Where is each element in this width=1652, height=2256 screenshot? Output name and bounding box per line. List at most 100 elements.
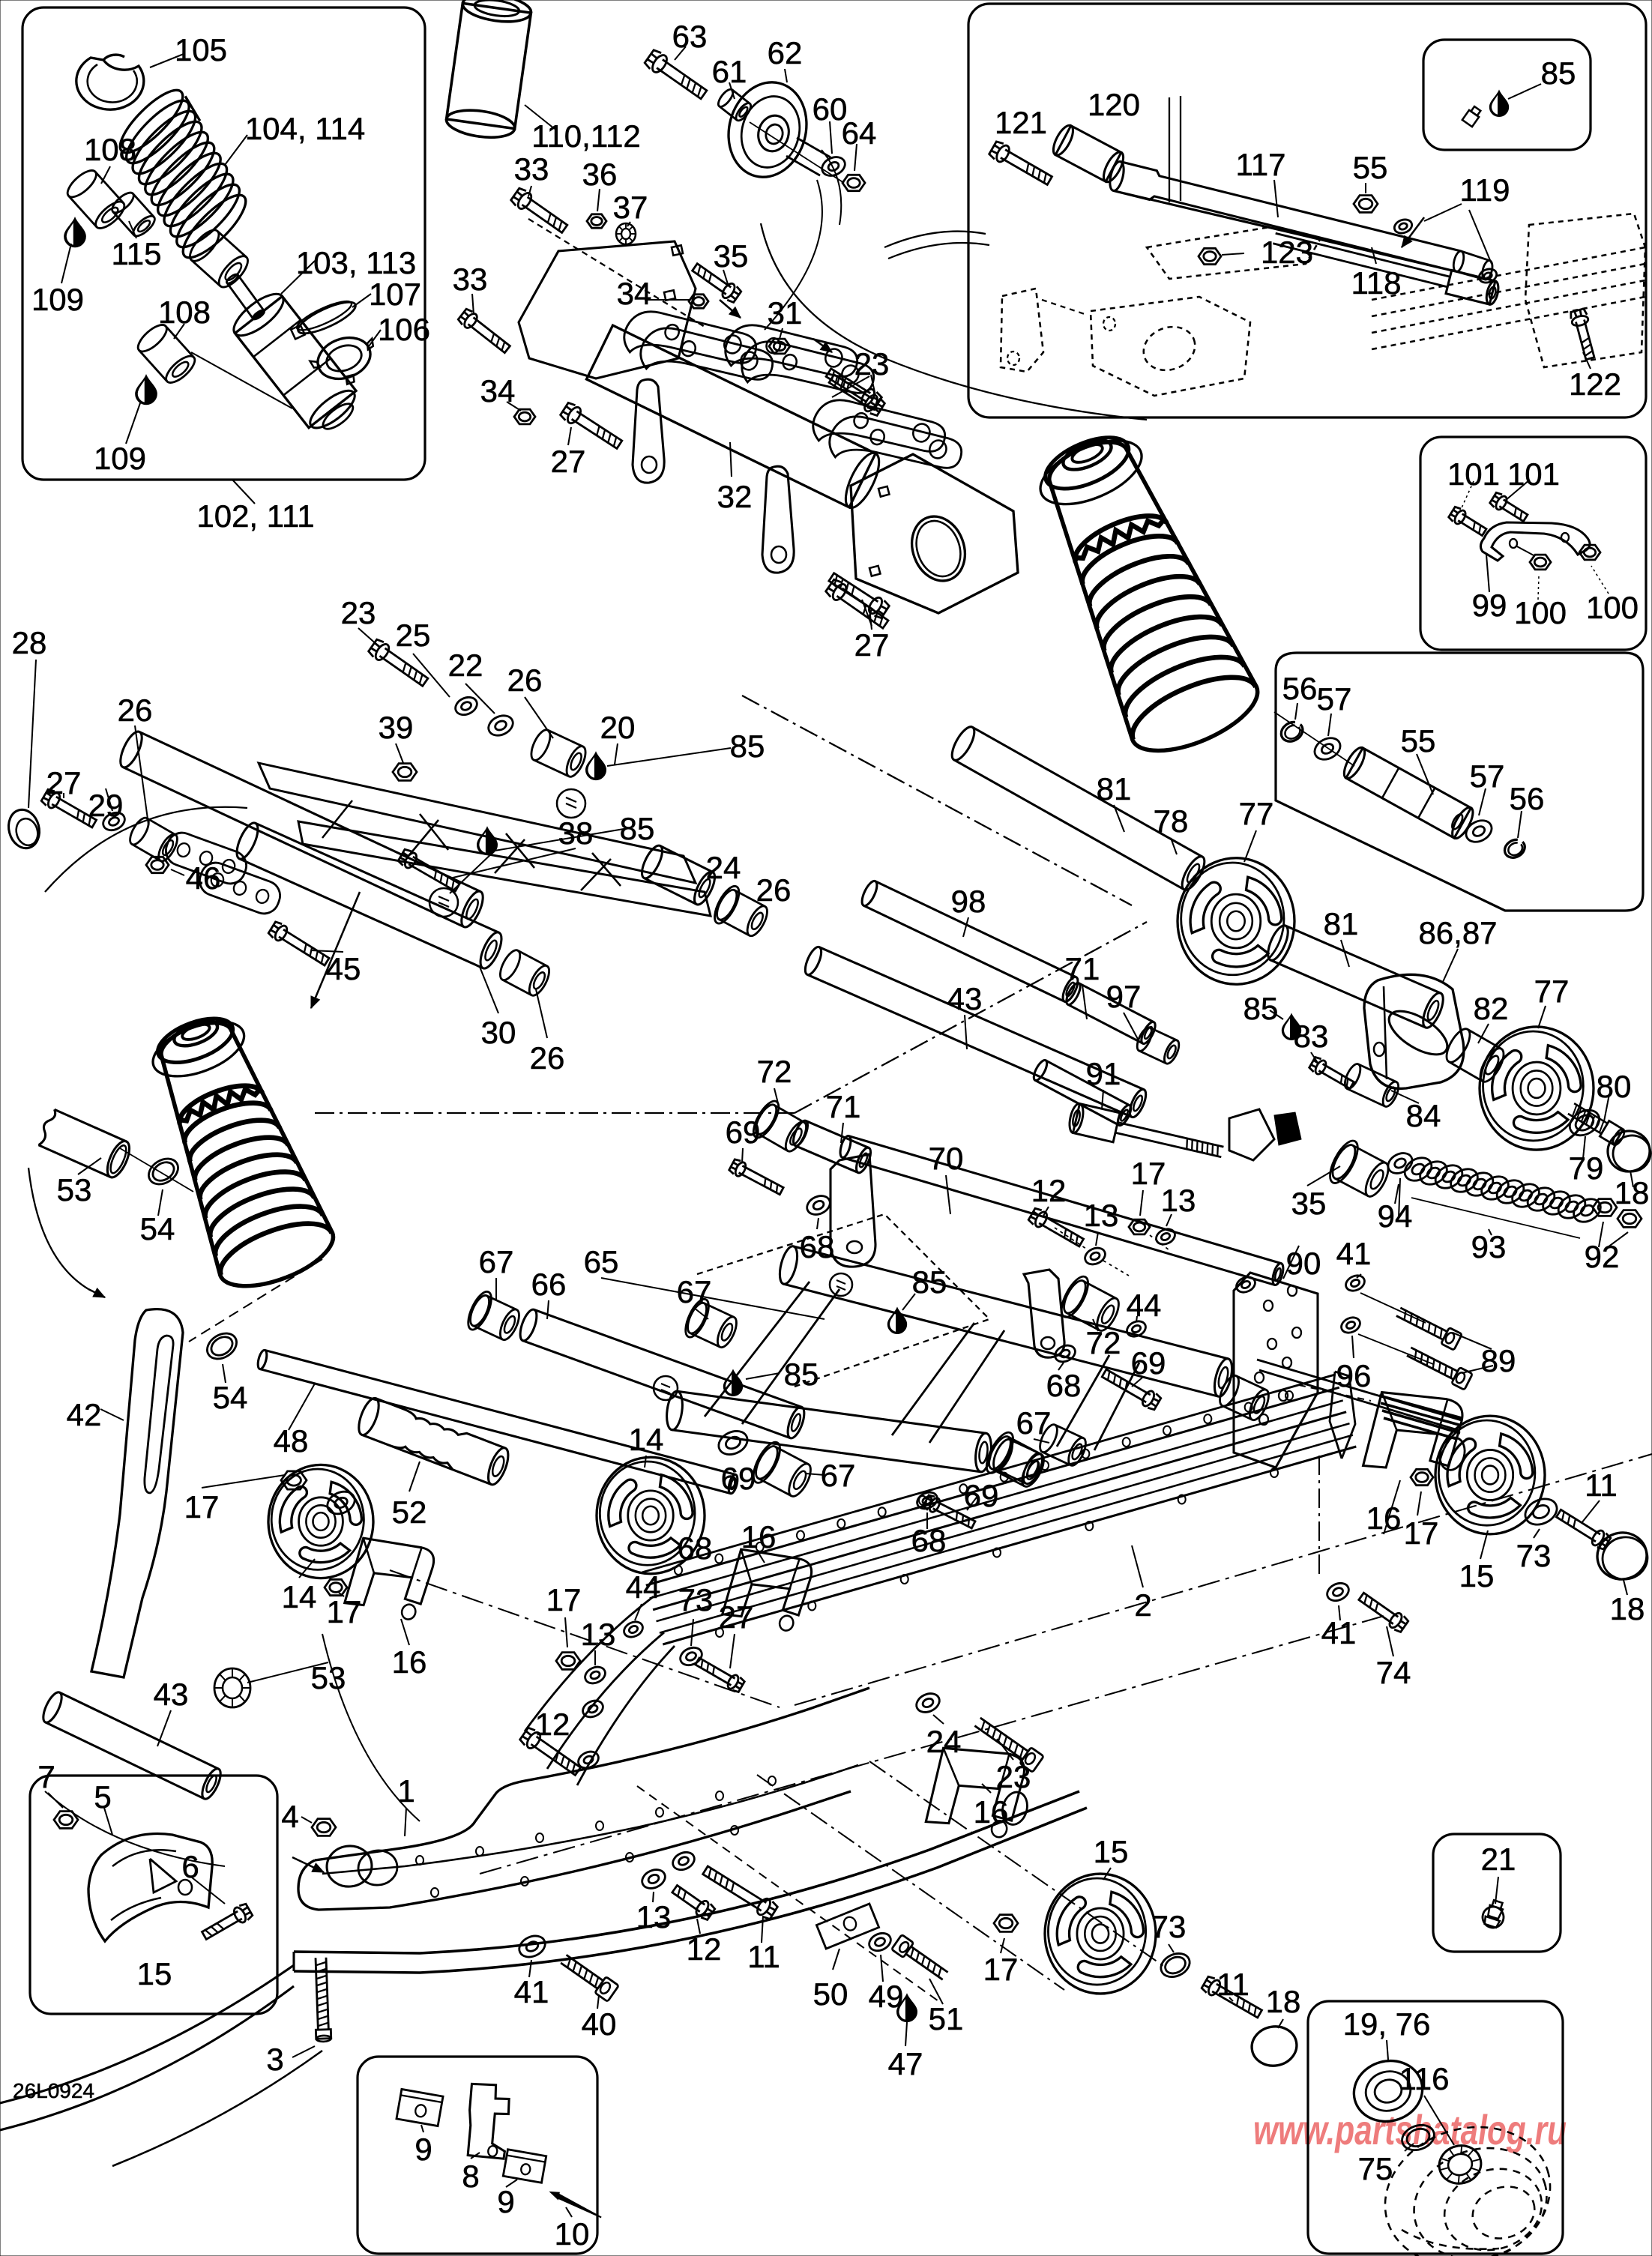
svg-text:110,112: 110,112	[531, 118, 641, 154]
svg-text:37: 37	[613, 190, 648, 225]
svg-text:82: 82	[1474, 991, 1509, 1026]
svg-text:105: 105	[175, 32, 227, 67]
svg-text:45: 45	[326, 951, 361, 986]
svg-text:11: 11	[1217, 1967, 1249, 2002]
svg-text:73: 73	[678, 1582, 714, 1617]
svg-text:72: 72	[1086, 1325, 1121, 1360]
svg-text:32: 32	[717, 479, 753, 514]
svg-text:109: 109	[94, 441, 146, 476]
svg-text:22: 22	[448, 648, 483, 683]
svg-text:13: 13	[636, 1899, 672, 1934]
svg-text:13: 13	[1084, 1198, 1119, 1233]
svg-text:55: 55	[1401, 723, 1436, 758]
svg-text:55: 55	[1353, 150, 1388, 185]
svg-text:27: 27	[551, 444, 586, 479]
svg-text:78: 78	[1154, 803, 1189, 839]
svg-text:108: 108	[84, 132, 136, 167]
svg-text:39: 39	[379, 710, 414, 745]
svg-text:27: 27	[719, 1599, 754, 1635]
svg-text:117: 117	[1236, 147, 1286, 182]
svg-text:16: 16	[392, 1644, 427, 1680]
svg-text:73: 73	[1516, 1538, 1552, 1573]
svg-text:36: 36	[582, 157, 618, 192]
svg-text:67: 67	[1016, 1405, 1052, 1441]
svg-text:24: 24	[926, 1724, 962, 1759]
svg-text:44: 44	[1127, 1288, 1162, 1323]
svg-text:62: 62	[768, 35, 803, 70]
svg-text:31: 31	[768, 295, 803, 331]
svg-text:38: 38	[558, 815, 594, 851]
svg-text:26: 26	[507, 663, 543, 698]
svg-text:40: 40	[582, 2006, 617, 2042]
svg-text:15: 15	[1459, 1558, 1495, 1593]
svg-text:83: 83	[1294, 1019, 1329, 1054]
svg-text:68: 68	[1046, 1368, 1082, 1403]
svg-text:13: 13	[581, 1617, 616, 1652]
svg-text:15: 15	[1094, 1834, 1129, 1869]
svg-text:9: 9	[414, 2132, 432, 2167]
svg-text:107: 107	[369, 277, 421, 312]
svg-text:52: 52	[392, 1495, 427, 1530]
svg-text:53: 53	[311, 1660, 346, 1695]
svg-text:64: 64	[842, 115, 877, 151]
svg-text:85: 85	[784, 1357, 819, 1392]
svg-text:26: 26	[118, 693, 153, 728]
svg-text:68: 68	[911, 1523, 947, 1558]
svg-text:29: 29	[88, 788, 124, 823]
svg-text:54: 54	[213, 1380, 248, 1415]
svg-text:85: 85	[1541, 55, 1576, 91]
svg-text:4: 4	[281, 1799, 298, 1834]
svg-text:56: 56	[1510, 781, 1545, 816]
svg-text:43: 43	[947, 981, 983, 1016]
svg-text:41: 41	[1336, 1236, 1372, 1271]
svg-text:25: 25	[396, 618, 431, 653]
svg-text:19, 76: 19, 76	[1343, 2006, 1431, 2042]
svg-text:75: 75	[1358, 2151, 1393, 2186]
svg-text:122: 122	[1569, 367, 1621, 402]
svg-text:65: 65	[584, 1244, 619, 1279]
svg-text:69: 69	[726, 1115, 761, 1150]
svg-text:90: 90	[1286, 1246, 1321, 1281]
svg-text:12: 12	[1031, 1173, 1067, 1208]
svg-text:17: 17	[1131, 1156, 1166, 1191]
svg-text:53: 53	[57, 1172, 92, 1207]
svg-text:101: 101	[1507, 456, 1560, 492]
svg-text:16: 16	[1366, 1501, 1402, 1536]
svg-text:71: 71	[1065, 951, 1100, 986]
svg-text:12: 12	[687, 1931, 722, 1967]
svg-text:35: 35	[1291, 1186, 1327, 1221]
svg-text:47: 47	[888, 2046, 923, 2081]
svg-text:57: 57	[1317, 681, 1352, 717]
svg-text:27: 27	[854, 627, 890, 663]
svg-text:21: 21	[1481, 1842, 1516, 1877]
svg-text:27: 27	[46, 765, 82, 800]
svg-text:13: 13	[1161, 1183, 1196, 1218]
svg-text:23: 23	[996, 1759, 1031, 1794]
svg-text:66: 66	[531, 1267, 567, 1302]
svg-text:14: 14	[282, 1579, 317, 1614]
svg-text:44: 44	[626, 1569, 661, 1605]
svg-text:57: 57	[1470, 758, 1505, 794]
svg-text:42: 42	[67, 1397, 102, 1432]
svg-text:18: 18	[1266, 1984, 1301, 2019]
svg-text:51: 51	[929, 2001, 964, 2036]
svg-text:108: 108	[158, 295, 211, 330]
svg-text:63: 63	[672, 19, 708, 54]
svg-text:8: 8	[462, 2159, 479, 2194]
svg-text:26: 26	[530, 1040, 565, 1076]
svg-text:91: 91	[1086, 1056, 1121, 1091]
svg-text:14: 14	[629, 1422, 664, 1457]
svg-text:69: 69	[1131, 1345, 1166, 1381]
svg-text:48: 48	[274, 1423, 309, 1459]
svg-text:60: 60	[813, 91, 848, 127]
svg-text:54: 54	[140, 1211, 175, 1246]
svg-text:77: 77	[1239, 796, 1274, 831]
svg-text:121: 121	[995, 105, 1047, 140]
svg-text:85: 85	[1243, 991, 1279, 1026]
svg-text:120: 120	[1088, 87, 1140, 122]
svg-text:41: 41	[514, 1974, 549, 2009]
svg-text:35: 35	[714, 238, 749, 274]
svg-text:67: 67	[677, 1274, 712, 1309]
svg-text:74: 74	[1376, 1655, 1411, 1690]
svg-text:34: 34	[480, 373, 516, 408]
